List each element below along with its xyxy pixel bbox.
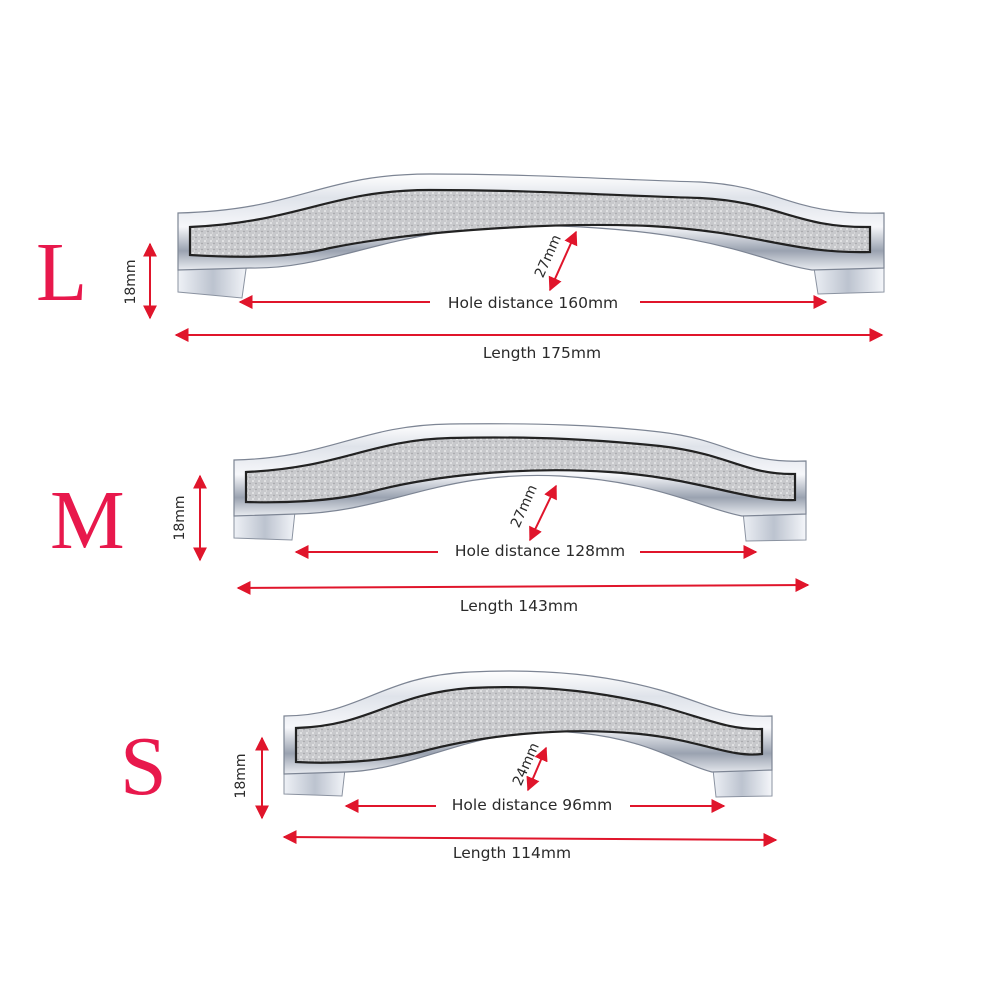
depth-label-m: 27mm: [508, 483, 541, 531]
depth-arrow-l: [548, 230, 578, 292]
handle-s: S 18mm 24mm Hole distance 96mm Length 11…: [120, 670, 778, 862]
length-arrow-m: [236, 578, 810, 595]
height-label-s: 18mm: [233, 753, 249, 798]
handle-m: M 18mm 27mm Hole distance 128mm Length 1…: [50, 423, 810, 615]
size-letter-l: L: [36, 226, 87, 319]
depth-label-l: 27mm: [532, 233, 565, 281]
handle-s-body: [283, 670, 773, 798]
length-label-s: Length 114mm: [453, 844, 571, 862]
size-letter-s: S: [120, 720, 167, 813]
depth-arrow-m: [529, 484, 557, 542]
hole-distance-label-s: Hole distance 96mm: [452, 796, 612, 814]
handle-l: L 18mm 27mm Hole distance 160mm Length 1…: [36, 173, 885, 362]
hole-distance-label-m: Hole distance 128mm: [455, 542, 625, 560]
hole-distance-label-l: Hole distance 160mm: [448, 294, 618, 312]
depth-label-s: 24mm: [510, 741, 543, 789]
handle-m-body: [233, 423, 807, 542]
length-label-l: Length 175mm: [483, 344, 601, 362]
height-label-l: 18mm: [123, 259, 139, 304]
length-arrow-s: [282, 830, 778, 847]
length-label-m: Length 143mm: [460, 597, 578, 615]
depth-arrow-s: [526, 746, 548, 792]
size-letter-m: M: [50, 474, 125, 567]
handle-l-body: [177, 173, 885, 299]
height-label-m: 18mm: [172, 495, 188, 540]
